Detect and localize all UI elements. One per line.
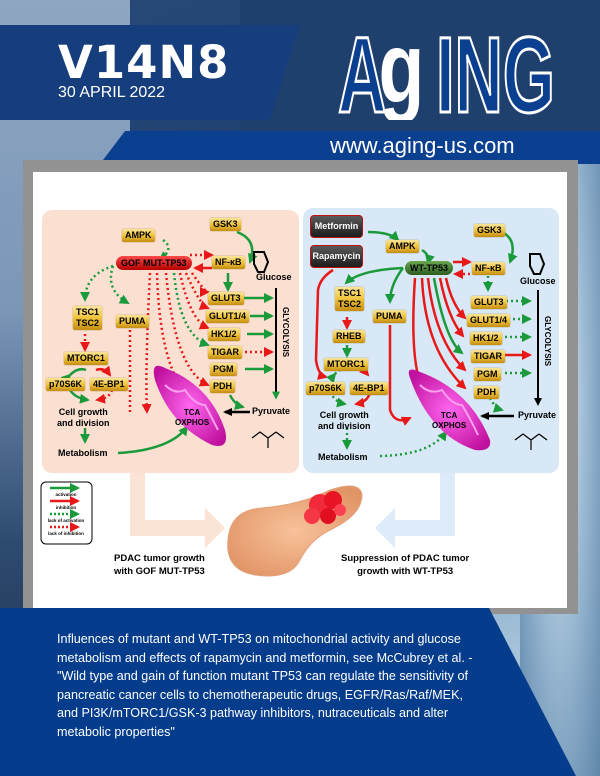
right-node-gsk3: GSK3 <box>474 224 505 237</box>
left-node-4ebp1: 4E-BP1 <box>90 378 128 391</box>
url-band <box>100 131 600 164</box>
left-panel <box>42 210 299 473</box>
mito-tca: TCA <box>440 411 458 420</box>
legend-label: activation <box>55 492 76 497</box>
right-node-mtorc1: MTORC1 <box>324 358 368 371</box>
left-node-gsk3: GSK3 <box>210 218 241 231</box>
left-node-tsc: TSC1 TSC2 <box>73 306 103 330</box>
right-node-tigar: TIGAR <box>471 350 505 363</box>
logo-letters-ing: ING <box>436 20 555 120</box>
logo-letter-a: A <box>338 20 386 120</box>
journal-logo[interactable]: A g ING <box>338 20 568 120</box>
left-metabolism-label: Metabolism <box>58 448 108 458</box>
drug-metformin: Metformin <box>310 215 363 238</box>
right-node-4ebp1: 4E-BP1 <box>350 382 388 395</box>
right-node-rheb: RHEB <box>333 330 365 343</box>
left-node-tsc2: TSC2 <box>76 318 100 328</box>
outcome-right-line1: Suppression of PDAC tumor <box>341 553 470 564</box>
left-glucose-label: Glucose <box>256 272 292 282</box>
outcome-right-line2: growth with WT-TP53 <box>357 566 454 577</box>
right-mito-label: TCA OXPHOS <box>432 411 466 431</box>
right-glycolysis-label: GLYCOLYSIS <box>543 316 552 367</box>
right-glucose-icon <box>529 253 546 275</box>
website-link[interactable]: www.aging-us.com <box>330 133 515 158</box>
left-node-gof-mut-tp53: GOF MUT-TP53 <box>116 256 192 270</box>
right-flow-arrow <box>375 473 455 548</box>
legend-label: lack of activation <box>48 518 85 523</box>
right-pyruvate-structure <box>514 433 548 450</box>
right-node-tsc: TSC1 TSC2 <box>335 287 365 311</box>
cover-caption: Influences of mutant and WT-TP53 on mito… <box>57 632 473 739</box>
right-node-hk12: HK1/2 <box>470 332 502 345</box>
left-node-pgm: PGM <box>210 363 237 376</box>
caption-band <box>0 608 576 776</box>
left-node-glut3: GLUT3 <box>208 292 244 305</box>
right-node-glut3: GLUT3 <box>471 296 507 309</box>
right-metabolism-label: Metabolism <box>318 452 368 462</box>
left-node-tigar: TIGAR <box>208 346 242 359</box>
outcome-right: Suppression of PDAC tumor growth with WT… <box>341 552 469 578</box>
right-node-ampk: AMPK <box>386 240 419 253</box>
legend-label: inhibition <box>56 505 76 510</box>
outcome-left: PDAC tumor growth with GOF MUT-TP53 <box>114 552 205 578</box>
outcome-left-line1: PDAC tumor growth <box>114 553 205 564</box>
mito-tca: TCA <box>183 408 201 417</box>
legend: activation inhibition lack of activation… <box>40 481 93 545</box>
left-node-glut14: GLUT1/4 <box>206 310 250 323</box>
right-glucose-label: Glucose <box>520 276 556 286</box>
left-node-pdh: PDH <box>210 380 236 393</box>
mito-oxphos: OXPHOS <box>175 418 210 427</box>
left-cell-growth-label: Cell growth and division <box>57 407 110 429</box>
left-node-p70s6k: p70S6K <box>46 378 86 391</box>
right-mitochondrion <box>408 369 491 451</box>
right-node-tsc1: TSC1 <box>338 288 362 298</box>
logo-letter-g: g <box>379 20 425 120</box>
outcome-left-line2: with GOF MUT-TP53 <box>114 566 205 577</box>
right-node-pdh: PDH <box>474 386 500 399</box>
volume-issue: V14N8 <box>58 36 230 89</box>
left-glucose-icon <box>253 251 270 273</box>
left-node-nfkb: NF-κB <box>212 256 245 269</box>
pancreas-illustration <box>227 485 363 577</box>
right-pyruvate-label: Pyruvate <box>518 410 557 420</box>
issue-band <box>0 25 300 120</box>
left-node-mtorc1: MTORC1 <box>64 352 108 365</box>
cell-growth-line1: Cell growth <box>319 410 369 420</box>
issue-date: 30 APRIL 2022 <box>58 84 166 101</box>
mito-oxphos: OXPHOS <box>432 421 467 430</box>
left-node-hk12: HK1/2 <box>208 328 240 341</box>
right-node-nfkb: NF-κB <box>472 262 505 275</box>
drug-rapamycin: Rapamycin <box>310 245 363 268</box>
right-node-pgm: PGM <box>474 368 501 381</box>
right-node-p70s6k: p70S6K <box>306 382 346 395</box>
left-flow-arrow <box>130 473 225 548</box>
left-glycolysis-label: GLYCOLYSIS <box>281 307 290 358</box>
cell-growth-line1: Cell growth <box>58 407 108 417</box>
right-node-puma: PUMA <box>373 310 406 323</box>
left-node-puma: PUMA <box>116 315 149 328</box>
right-cell-growth-label: Cell growth and division <box>318 410 371 432</box>
right-pathway <box>314 230 542 458</box>
right-node-glut14: GLUT1/4 <box>467 314 511 327</box>
legend-label: lack of inhibition <box>48 531 84 536</box>
left-node-ampk: AMPK <box>122 229 155 242</box>
cell-growth-line2: and division <box>57 418 110 428</box>
left-pyruvate-label: Pyruvate <box>252 406 291 416</box>
left-pyruvate-structure <box>251 431 285 448</box>
cell-growth-line2: and division <box>318 421 371 431</box>
left-node-tsc1: TSC1 <box>76 307 100 317</box>
left-mitochondrion <box>153 365 227 446</box>
right-node-tsc2: TSC2 <box>338 299 362 309</box>
left-mito-label: TCA OXPHOS <box>175 408 209 428</box>
right-node-wt-tp53: WT-TP53 <box>405 261 454 275</box>
